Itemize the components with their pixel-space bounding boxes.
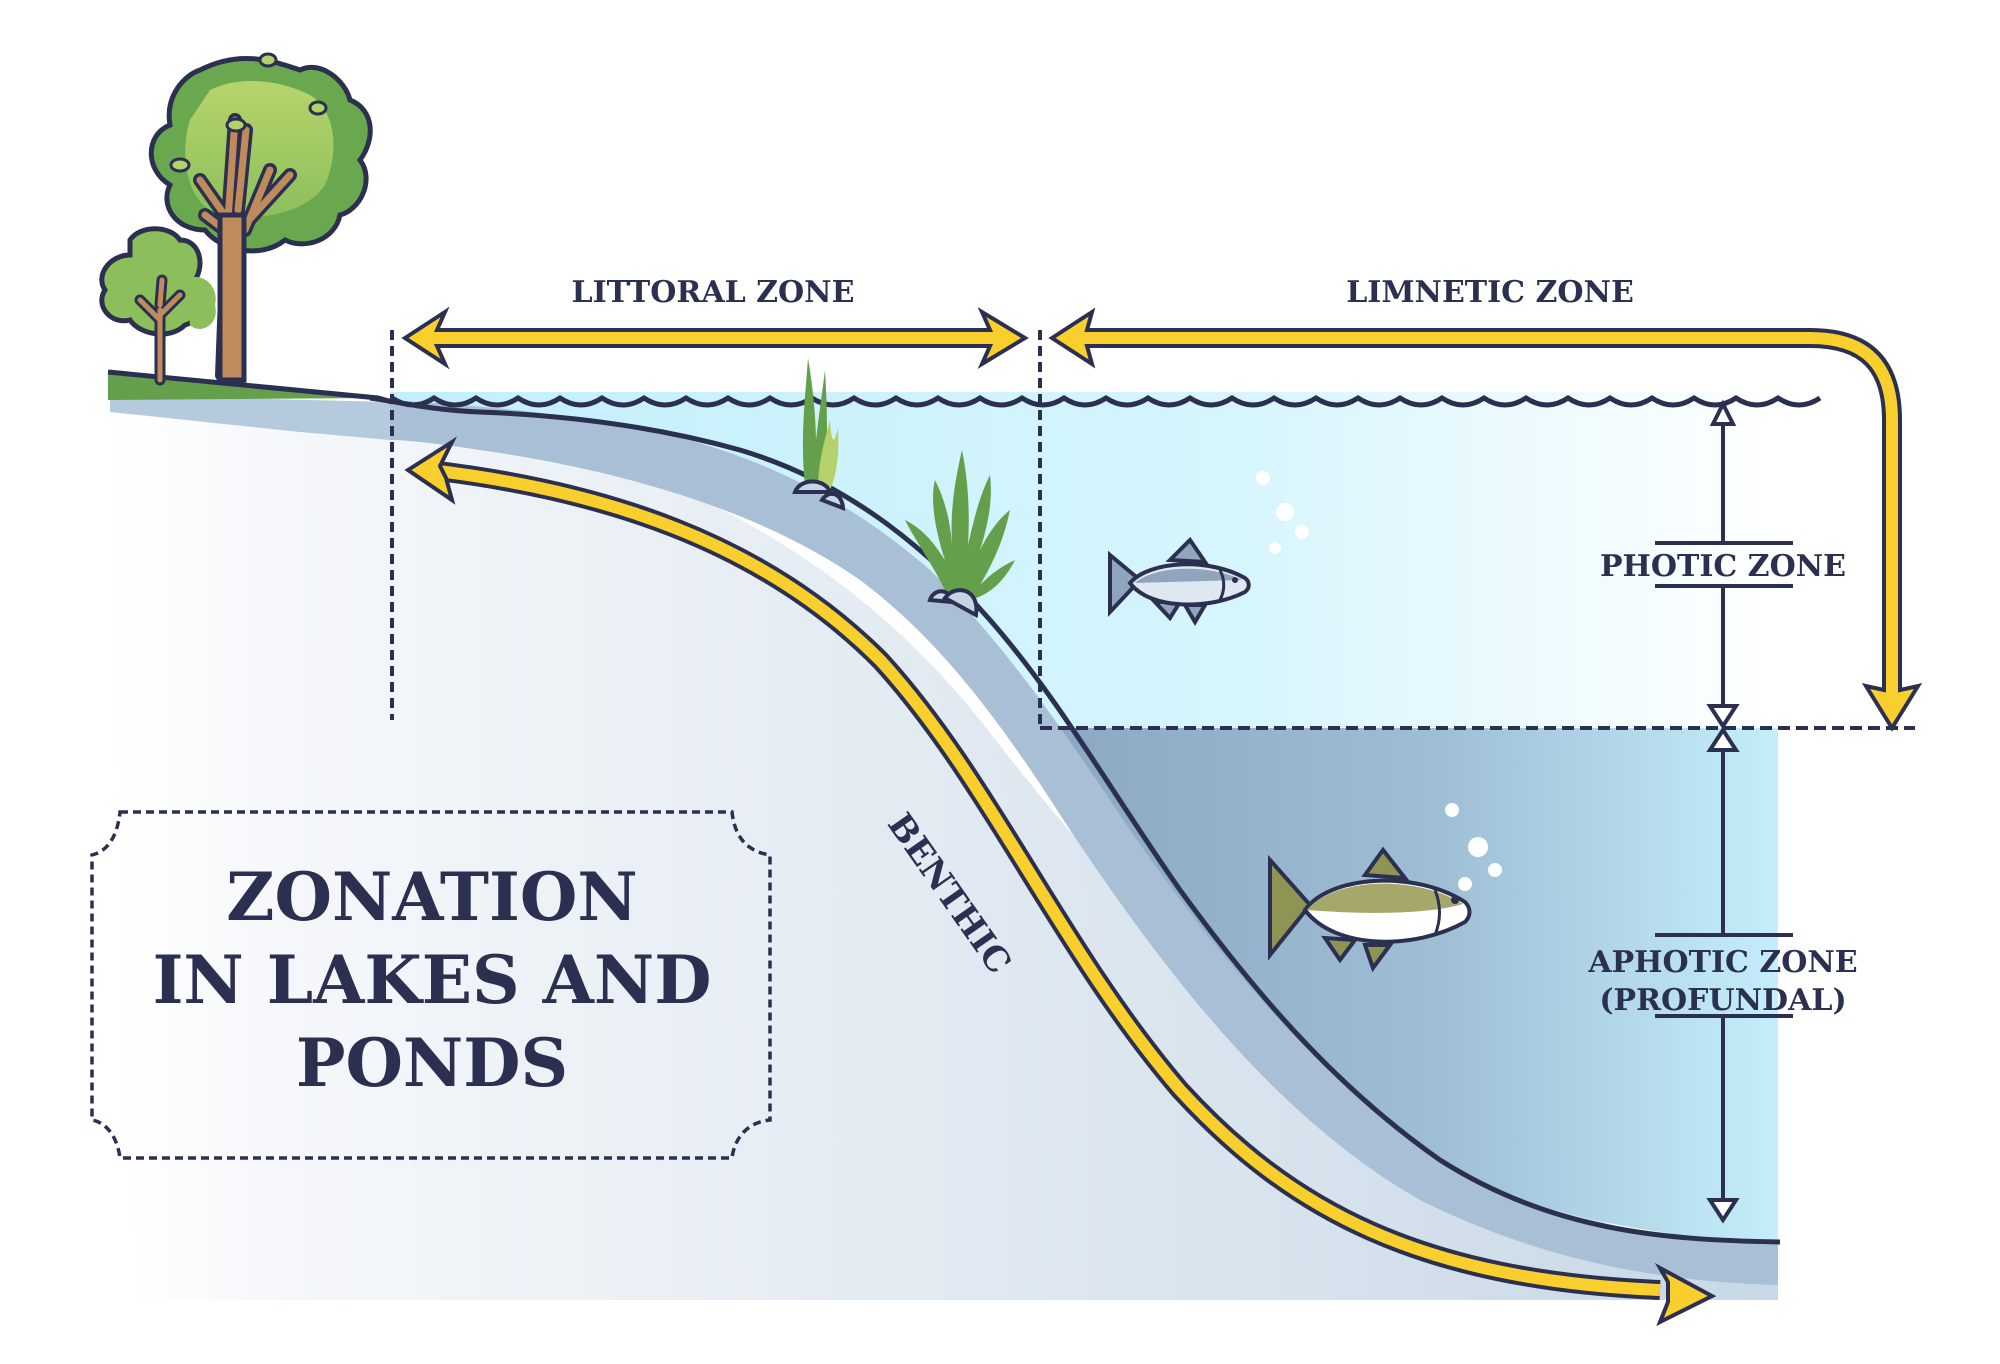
fish-icon	[1268, 846, 1472, 973]
littoral-zone-arrow	[401, 306, 1029, 370]
title-line-3: PONDS	[296, 1024, 568, 1102]
photic-zone-label: PHOTIC ZONE	[1600, 549, 1846, 584]
limnetic-zone-arrow	[1048, 307, 1923, 732]
fish-icon	[1108, 536, 1251, 626]
profundal-label: (PROFUNDAL)	[1599, 983, 1846, 1018]
title-line-1: ZONATION	[226, 858, 637, 936]
littoral-zone-label: LITTORAL ZONE	[572, 275, 855, 310]
rock-icon	[792, 479, 979, 619]
bush-plant-icon	[905, 450, 1015, 600]
photic-water	[390, 392, 1780, 728]
reed-plant-icon	[802, 358, 839, 495]
photic-depth-indicator	[1655, 399, 1793, 730]
tree-icon	[148, 52, 373, 383]
aphotic-water	[1040, 728, 1778, 1242]
small-tree-icon	[99, 226, 216, 386]
title-line-2: IN LAKES AND	[153, 941, 712, 1019]
benthic-arrow	[404, 436, 1717, 1327]
bubble-icon	[1256, 471, 1502, 891]
limnetic-zone-label: LIMNETIC ZONE	[1346, 275, 1634, 310]
aphotic-zone-label: APHOTIC ZONE	[1587, 945, 1857, 980]
ground-fill-left	[130, 400, 1778, 1300]
shore-line	[107, 369, 393, 405]
sediment-band	[390, 400, 1778, 1285]
water-surface-waves	[390, 394, 1822, 408]
aphotic-depth-indicator	[1655, 726, 1793, 1224]
title-frame	[90, 810, 772, 1160]
shore-sediment	[110, 395, 390, 440]
